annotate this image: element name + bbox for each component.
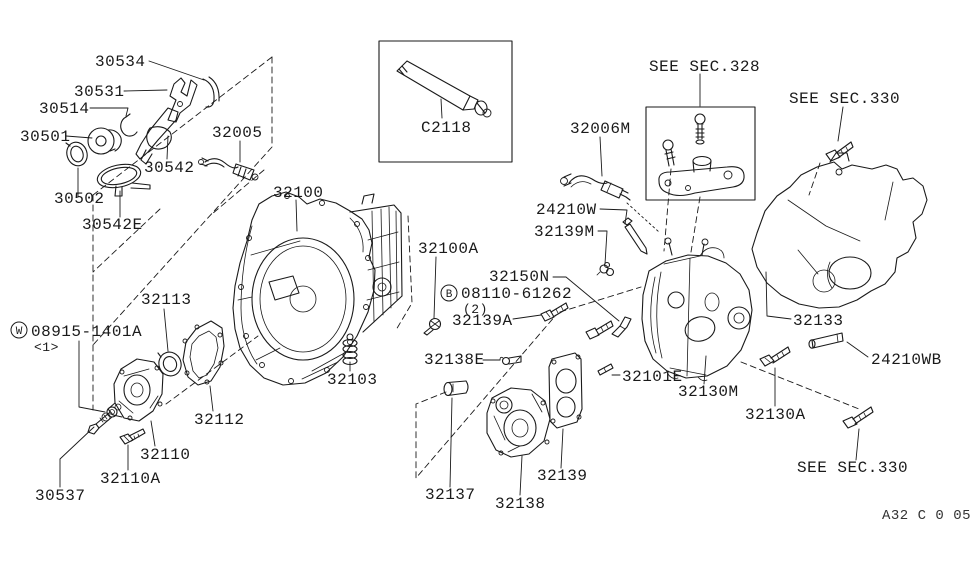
label-30501: 30501 — [20, 128, 71, 146]
part-30501-release-bearing — [87, 127, 122, 155]
assembly-axis-lines — [165, 162, 860, 479]
label-32138E: 32138E — [424, 351, 485, 369]
label-32110A: 32110A — [100, 470, 161, 488]
label-32139: 32139 — [537, 467, 588, 485]
construction-plane-lines — [92, 56, 273, 411]
part-32005-harness — [198, 157, 259, 181]
part-32138-case-cover — [486, 387, 551, 458]
case-flange-holes — [238, 193, 371, 384]
part-24210WB-pin — [808, 332, 844, 349]
part-32133-engine-housing — [751, 152, 928, 309]
label-32133: 32133 — [793, 312, 844, 330]
label-30542: 30542 — [144, 159, 195, 177]
part-32130M-gear-case — [641, 237, 753, 381]
label-24210W: 24210W — [536, 201, 597, 219]
part-30542-lever — [135, 107, 179, 165]
part-32130A-bolt — [759, 346, 791, 367]
label-32006M: 32006M — [570, 120, 631, 138]
part-32101E-dowel — [597, 363, 614, 376]
part-32110A-bolt — [119, 428, 146, 445]
part-32113-oil-seal — [157, 351, 182, 377]
label-w-qty: <1> — [34, 340, 59, 355]
label-30542E: 30542E — [82, 216, 143, 234]
label-24210WB: 24210WB — [871, 351, 942, 369]
sealant-box-C2118 — [378, 40, 513, 163]
label-see-sec-328: SEE SEC.328 — [649, 58, 760, 76]
w-prefix-badge: W — [16, 326, 23, 338]
label-b-qty: (2) — [463, 302, 488, 317]
label-32130M: 32130M — [678, 383, 739, 401]
label-32100: 32100 — [273, 184, 324, 202]
label-32112: 32112 — [194, 411, 245, 429]
label-C2118: C2118 — [421, 119, 472, 137]
label-w-washer-callout: W 08915-1401A <1> — [10, 321, 142, 355]
label-32139M: 32139M — [534, 223, 595, 241]
label-32130A: 32130A — [745, 406, 806, 424]
label-32005: 32005 — [212, 124, 263, 142]
label-32113: 32113 — [141, 291, 192, 309]
label-30531: 30531 — [74, 83, 125, 101]
b-prefix-badge: B — [446, 289, 453, 301]
part-30502-ring — [65, 141, 88, 167]
label-32150N: 32150N — [489, 268, 550, 286]
part-32100-transmission-case — [232, 191, 403, 386]
part-32110-front-cover — [107, 358, 164, 422]
part-32139M-clip — [596, 261, 615, 277]
part-30537-bolt — [87, 412, 113, 435]
label-32110: 32110 — [140, 446, 191, 464]
diagram-line-art — [59, 40, 928, 496]
label-32103: 32103 — [327, 371, 378, 389]
sec328-detail-box — [645, 106, 756, 201]
label-32137: 32137 — [425, 486, 476, 504]
label-30502: 30502 — [54, 190, 105, 208]
part-08110-bolt — [585, 320, 614, 340]
sec330-bolt-bottom — [842, 406, 874, 429]
label-see-sec-330-top: SEE SEC.330 — [789, 90, 900, 108]
part-32112-gasket — [182, 320, 225, 386]
label-08110-61262: 08110-61262 — [461, 285, 572, 303]
part-30534-dust-cover — [202, 76, 220, 108]
label-08915-1401A: 08915-1401A — [31, 323, 142, 341]
part-30531-withdrawal-lever-fork — [167, 77, 198, 123]
diagram-labels: 30534 30531 30514 30501 30502 30542 3054… — [10, 53, 971, 524]
label-30537: 30537 — [35, 487, 86, 505]
part-32006M-speedometer-pinion — [560, 173, 631, 201]
label-30514: 30514 — [39, 100, 90, 118]
part-30514-holder-spring — [120, 113, 138, 137]
sec330-bolt-top — [825, 141, 854, 162]
label-see-sec-330-bottom: SEE SEC.330 — [797, 459, 908, 477]
part-32138E-pin — [499, 355, 522, 366]
label-32139A: 32139A — [452, 312, 513, 330]
part-32100A-screw — [423, 317, 442, 336]
part-32139-plate — [548, 352, 583, 429]
label-32100A: 32100A — [418, 240, 479, 258]
label-30534: 30534 — [95, 53, 146, 71]
label-32101E: 32101E — [622, 368, 683, 386]
label-32138: 32138 — [495, 495, 546, 513]
label-b-bolt-callout: B 08110-61262 (2) 32139A — [440, 284, 572, 330]
part-24210W-rod — [622, 217, 648, 255]
leader-lines — [59, 60, 869, 496]
part-32139A-bolt — [540, 302, 569, 322]
diagram-reference-code: A32 C 0 05 — [882, 508, 971, 524]
part-30542E-clamp-band — [96, 163, 151, 197]
part-32137-plug — [443, 380, 469, 397]
part-32150N-stud — [611, 316, 632, 338]
